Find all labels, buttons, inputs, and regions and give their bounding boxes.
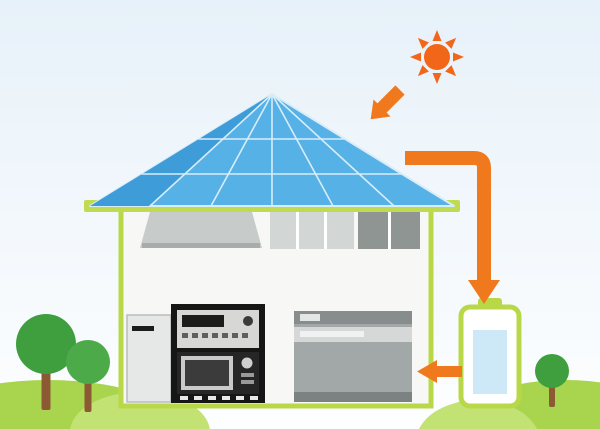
appliances — [126, 304, 412, 403]
tree-small-canopy — [66, 340, 110, 384]
dishwasher-handle-slot — [300, 331, 364, 337]
microwave-button — [241, 380, 254, 384]
roof — [84, 93, 460, 212]
stereo-button — [232, 333, 238, 338]
dishwasher-control — [300, 314, 320, 321]
arrow-sun-to-roof — [370, 85, 405, 120]
range-hood-edge — [142, 243, 260, 248]
tree-large-trunk — [41, 366, 51, 410]
sun — [410, 30, 464, 84]
arrow-battery-to-appliances — [417, 360, 462, 383]
panel-seam — [271, 93, 395, 207]
tree-small — [66, 340, 110, 412]
dishwasher-kick-plate — [294, 392, 412, 402]
microwave-button — [241, 373, 254, 377]
vent-dot — [222, 396, 230, 400]
vent-dot — [208, 396, 216, 400]
microwave-window — [185, 360, 229, 386]
stereo-button — [212, 333, 218, 338]
sun-disc — [424, 44, 450, 70]
tree-large — [16, 314, 76, 410]
oven-stereo-stack — [171, 304, 265, 403]
arrow-roof-to-battery — [405, 151, 500, 304]
dishwasher-body — [294, 311, 412, 402]
sun-ray — [432, 30, 442, 41]
stereo-display — [182, 315, 224, 327]
house — [84, 93, 460, 409]
battery-cell — [473, 330, 507, 394]
stereo-button — [242, 333, 248, 338]
window-mullion — [388, 212, 391, 249]
tree-right-trunk — [549, 383, 555, 407]
stereo-knob — [243, 316, 253, 326]
dishwasher-control-strip — [294, 311, 412, 324]
storage-battery — [458, 298, 522, 409]
panel-seam — [149, 93, 273, 207]
sun-rays — [410, 30, 464, 84]
energy-flow-arrows — [370, 85, 500, 383]
stereo-button — [222, 333, 228, 338]
sun-ray — [445, 65, 457, 77]
sun-ray — [445, 37, 457, 49]
panel-seam — [210, 93, 273, 207]
tree-right-canopy — [535, 354, 569, 388]
tree-small-trunk — [84, 378, 92, 412]
solar-panel-dark-section — [90, 94, 272, 206]
vent-dot — [194, 396, 202, 400]
panel-seam — [271, 93, 334, 207]
window-center — [270, 212, 354, 249]
stereo-button — [192, 333, 198, 338]
stereo-button — [202, 333, 208, 338]
tree-large-canopy — [16, 314, 76, 374]
arrow-roof-to-battery-shaft — [405, 151, 491, 282]
range-hood — [140, 212, 262, 248]
sun-ray — [410, 52, 421, 62]
window-mullion — [324, 212, 327, 249]
dishwasher — [294, 311, 412, 402]
vent-dot — [180, 396, 188, 400]
microwave-dial — [241, 357, 253, 369]
window-mullion — [296, 212, 299, 249]
vent-dot — [250, 396, 258, 400]
arrow-roof-to-battery-head — [468, 280, 500, 304]
sun-ray — [417, 37, 429, 49]
stereo-button — [182, 333, 188, 338]
sun-ray — [417, 65, 429, 77]
sun-ray — [432, 73, 442, 84]
second-floor — [140, 212, 420, 249]
vent-dot — [236, 396, 244, 400]
tree-right — [535, 354, 569, 407]
cabinet-handle — [132, 326, 154, 331]
sun-ray — [453, 52, 464, 62]
solar-panel-grid — [141, 93, 403, 207]
